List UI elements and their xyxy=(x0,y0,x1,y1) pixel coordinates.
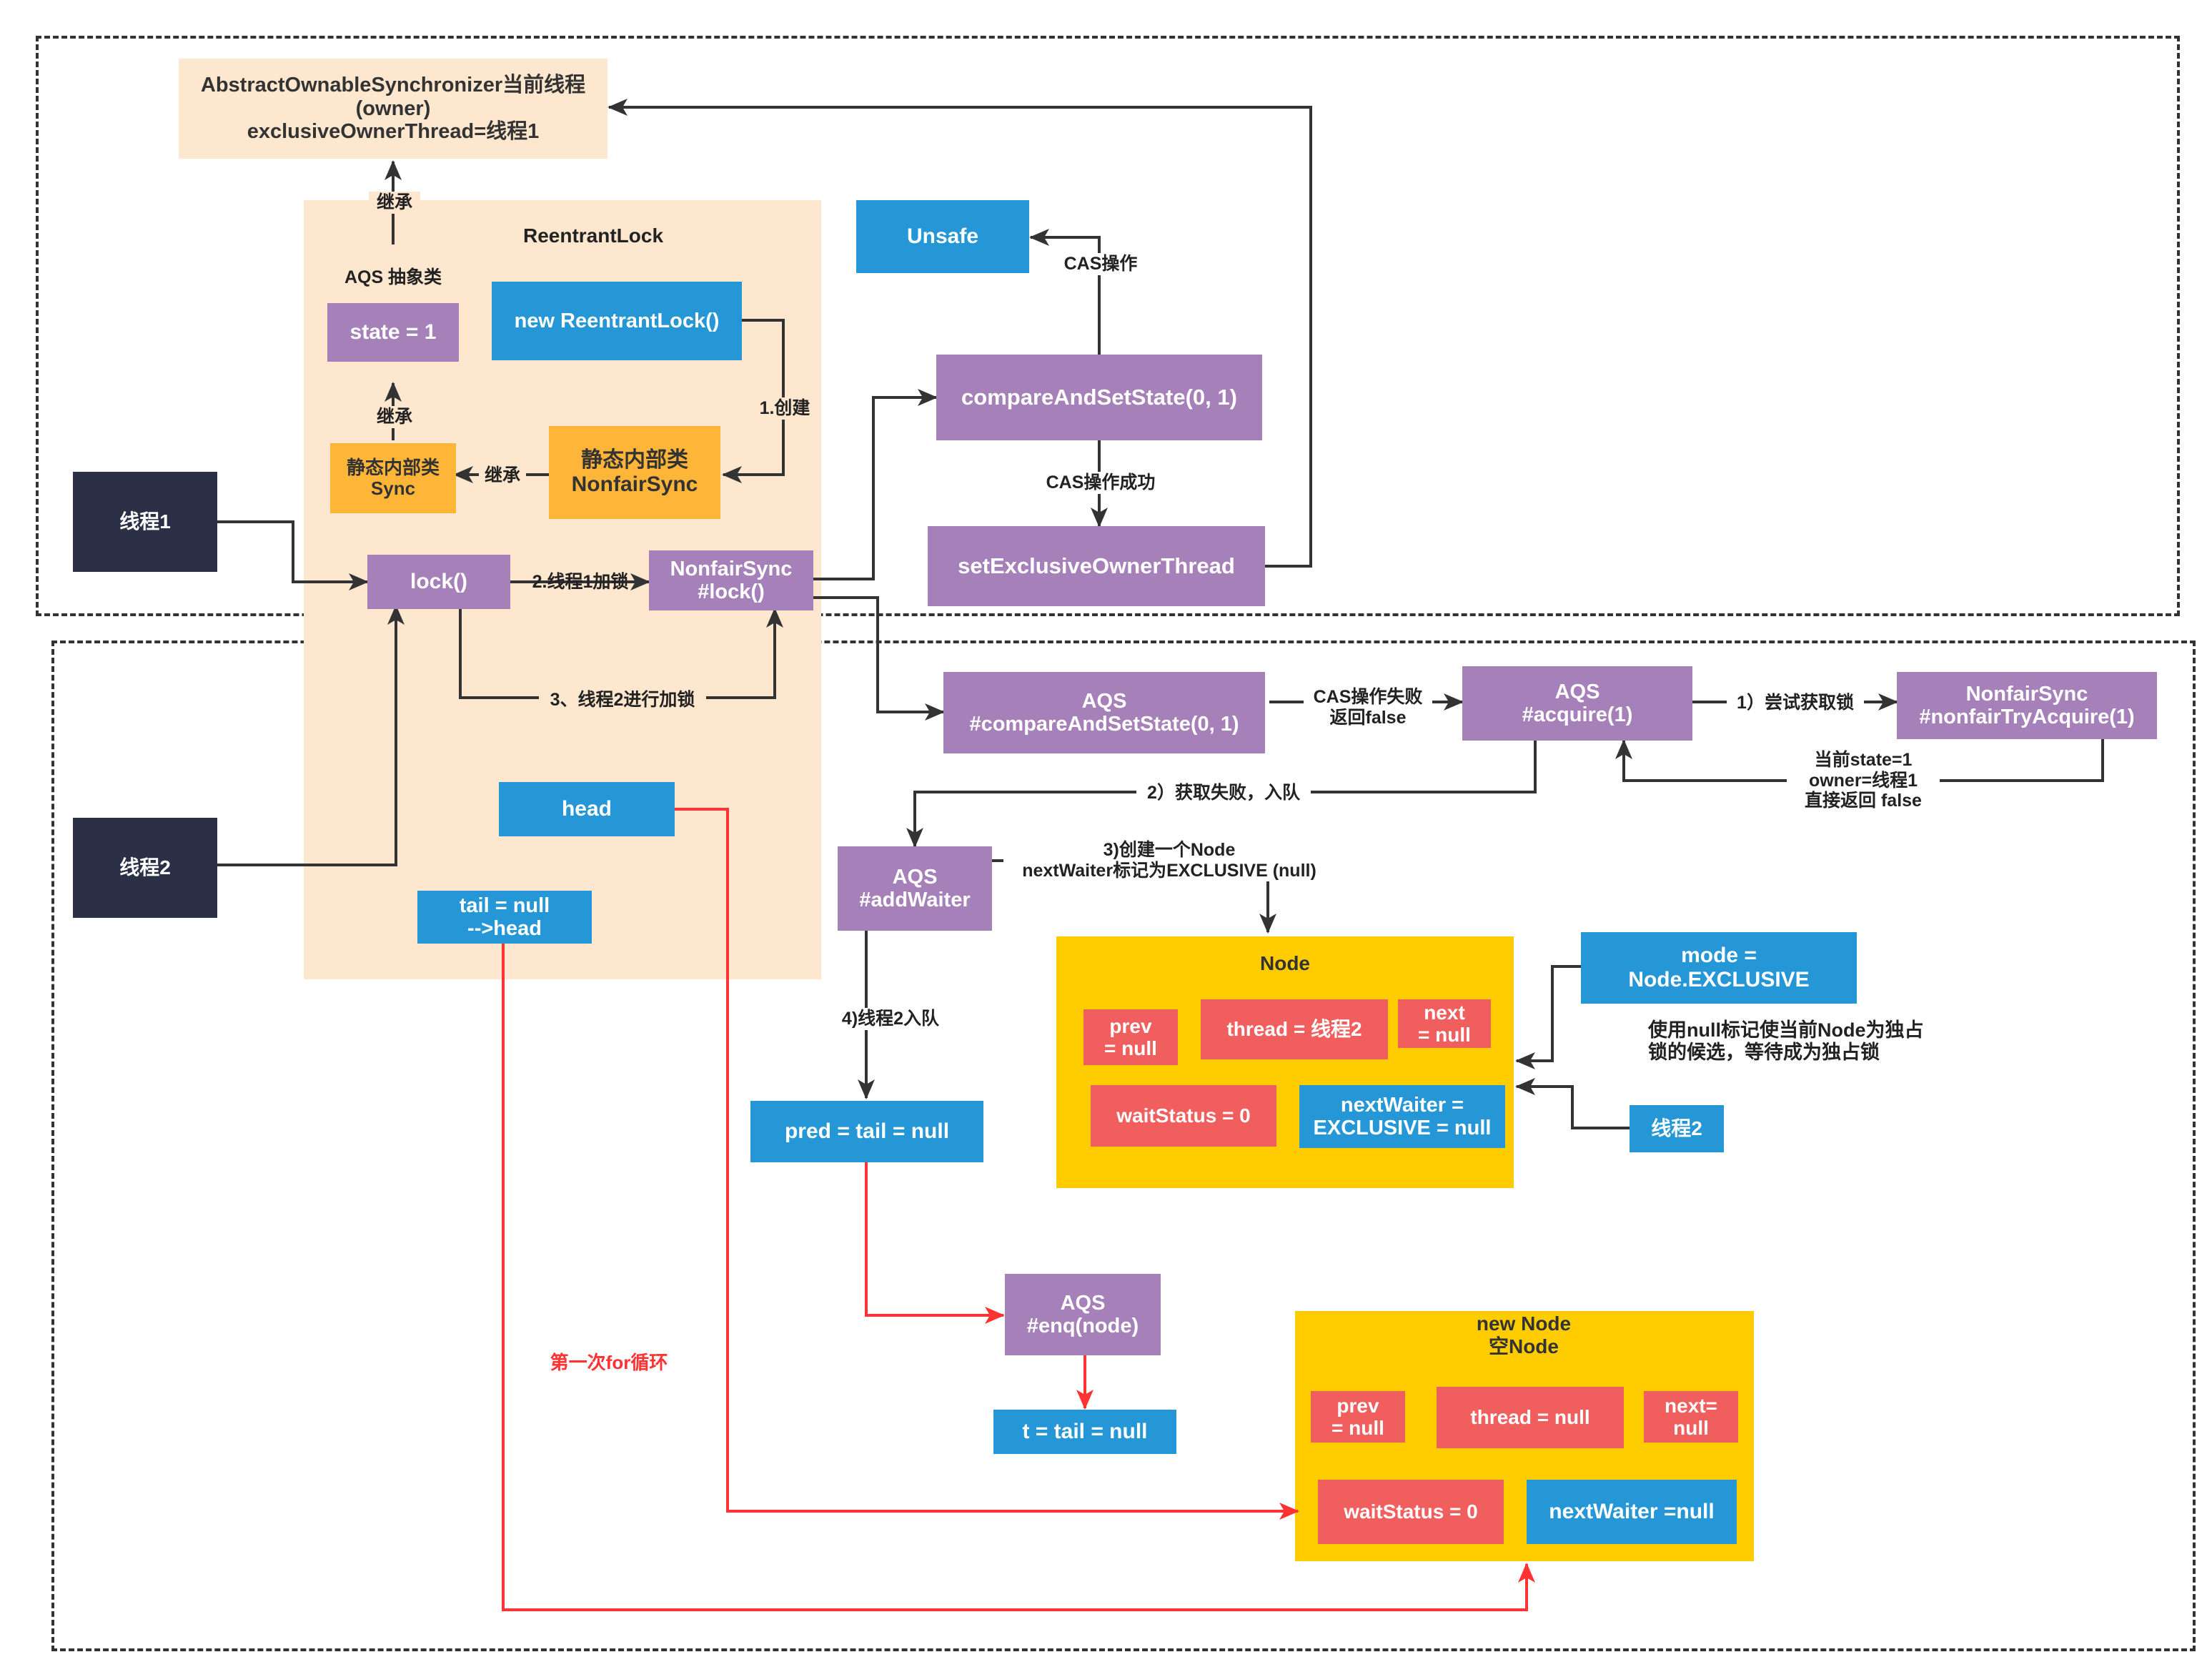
t-tail-box: t = tail = null xyxy=(993,1410,1176,1454)
inherit-label-1: 继承 xyxy=(369,192,420,214)
thread1-lock-label: 2.线程1加锁 xyxy=(532,572,629,592)
edge-set-owner xyxy=(607,99,1312,568)
nonfair-lock-box: NonfairSync #lock() xyxy=(649,550,813,610)
create-node-label: 3)创建一个Node nextWaiter标记为EXCLUSIVE (null) xyxy=(1003,839,1335,881)
node-wait-status: waitStatus = 0 xyxy=(1091,1085,1276,1147)
cas-success-label: CAS操作成功 xyxy=(1038,472,1164,494)
aqs-abstract-label: AQS 抽象类 xyxy=(344,267,442,287)
unsafe-box: Unsafe xyxy=(856,200,1029,273)
node-next: next = null xyxy=(1398,999,1491,1048)
node-prev: prev = null xyxy=(1083,1009,1178,1065)
edge-head-empty-node xyxy=(675,808,1299,1520)
thread1-box: 线程1 xyxy=(73,472,217,572)
inherit-label-2: 继承 xyxy=(369,406,420,428)
head-box: head xyxy=(499,782,675,836)
edge-thread2-nonfair xyxy=(459,608,783,699)
edge-thread2-lock xyxy=(217,605,405,866)
empty-node-next: next= null xyxy=(1644,1391,1738,1443)
edge-cas-unsafe xyxy=(1029,229,1101,355)
sync-box: 静态内部类 Sync xyxy=(330,443,456,513)
thread1-region xyxy=(36,36,2180,616)
enq-box: AQS #enq(node) xyxy=(1005,1274,1161,1355)
lock-box: lock() xyxy=(367,555,510,609)
first-loop-label: 第一次for循环 xyxy=(550,1352,668,1373)
new-reentrant-lock-box: new ReentrantLock() xyxy=(492,282,742,360)
empty-node-thread: thread = null xyxy=(1437,1387,1624,1448)
try-acquire-label: 1）尝试获取锁 xyxy=(1727,692,1864,714)
node-next-waiter: nextWaiter = EXCLUSIVE = null xyxy=(1299,1085,1505,1148)
thread2-small-box: 线程2 xyxy=(1630,1105,1724,1152)
empty-node-wait-status: waitStatus = 0 xyxy=(1318,1480,1504,1544)
edge-to-aqs-cas xyxy=(813,596,945,721)
cas-fail-label: CAS操作失败 返回false xyxy=(1304,686,1432,728)
aqs-cas-box: AQS #compareAndSetState(0, 1) xyxy=(943,672,1265,753)
edge-pred-enq xyxy=(865,1162,1005,1324)
thread2-region xyxy=(51,640,2196,1651)
reentrant-lock-title: ReentrantLock xyxy=(522,224,664,247)
inherit-label-3: 继承 xyxy=(479,465,526,487)
node-title: Node xyxy=(1260,952,1310,974)
mode-box: mode = Node.EXCLUSIVE xyxy=(1581,932,1857,1004)
tail-box: tail = null -->head xyxy=(417,891,592,944)
return-false-label: 当前state=1 owner=线程1 直接返回 false xyxy=(1787,749,1940,812)
enqueue-label: 2）获取失败，入队 xyxy=(1136,782,1311,804)
edge-to-compare xyxy=(813,389,938,580)
edge-mode xyxy=(1515,965,1581,1069)
node-thread: thread = 线程2 xyxy=(1201,999,1388,1059)
edge-tail-empty-node xyxy=(502,944,1535,1611)
nonfair-try-acquire-box: NonfairSync #nonfairTryAcquire(1) xyxy=(1897,672,2157,739)
thread2-enqueue-label: 4)线程2入队 xyxy=(832,1008,949,1030)
empty-node-next-waiter: nextWaiter =null xyxy=(1527,1480,1737,1544)
pred-box: pred = tail = null xyxy=(750,1101,983,1162)
edge-thread1-lock xyxy=(217,520,369,590)
state-box: state = 1 xyxy=(327,303,459,362)
edge-thread2-node xyxy=(1515,1078,1630,1129)
null-note: 使用null标记使当前Node为独占 锁的候选，等待成为独占锁 xyxy=(1648,1019,1924,1063)
empty-node-title: new Node 空Node xyxy=(1476,1312,1572,1358)
set-owner-box: setExclusiveOwnerThread xyxy=(928,526,1265,606)
aqs-acquire-box: AQS #acquire(1) xyxy=(1462,666,1692,741)
empty-node-prev: prev = null xyxy=(1311,1391,1405,1443)
thread2-box: 线程2 xyxy=(73,818,217,918)
cas-op-label: CAS操作 xyxy=(1056,253,1145,275)
create-label: 1.创建 xyxy=(753,397,816,420)
compare-and-set-box: compareAndSetState(0, 1) xyxy=(936,355,1262,440)
thread2-lock-label: 3、线程2进行加锁 xyxy=(539,689,706,711)
nonfair-sync-box: 静态内部类 NonfairSync xyxy=(549,426,720,519)
aqs-owner-box: AbstractOwnableSynchronizer当前线程 (owner) … xyxy=(179,59,607,159)
add-waiter-box: AQS #addWaiter xyxy=(838,846,992,931)
